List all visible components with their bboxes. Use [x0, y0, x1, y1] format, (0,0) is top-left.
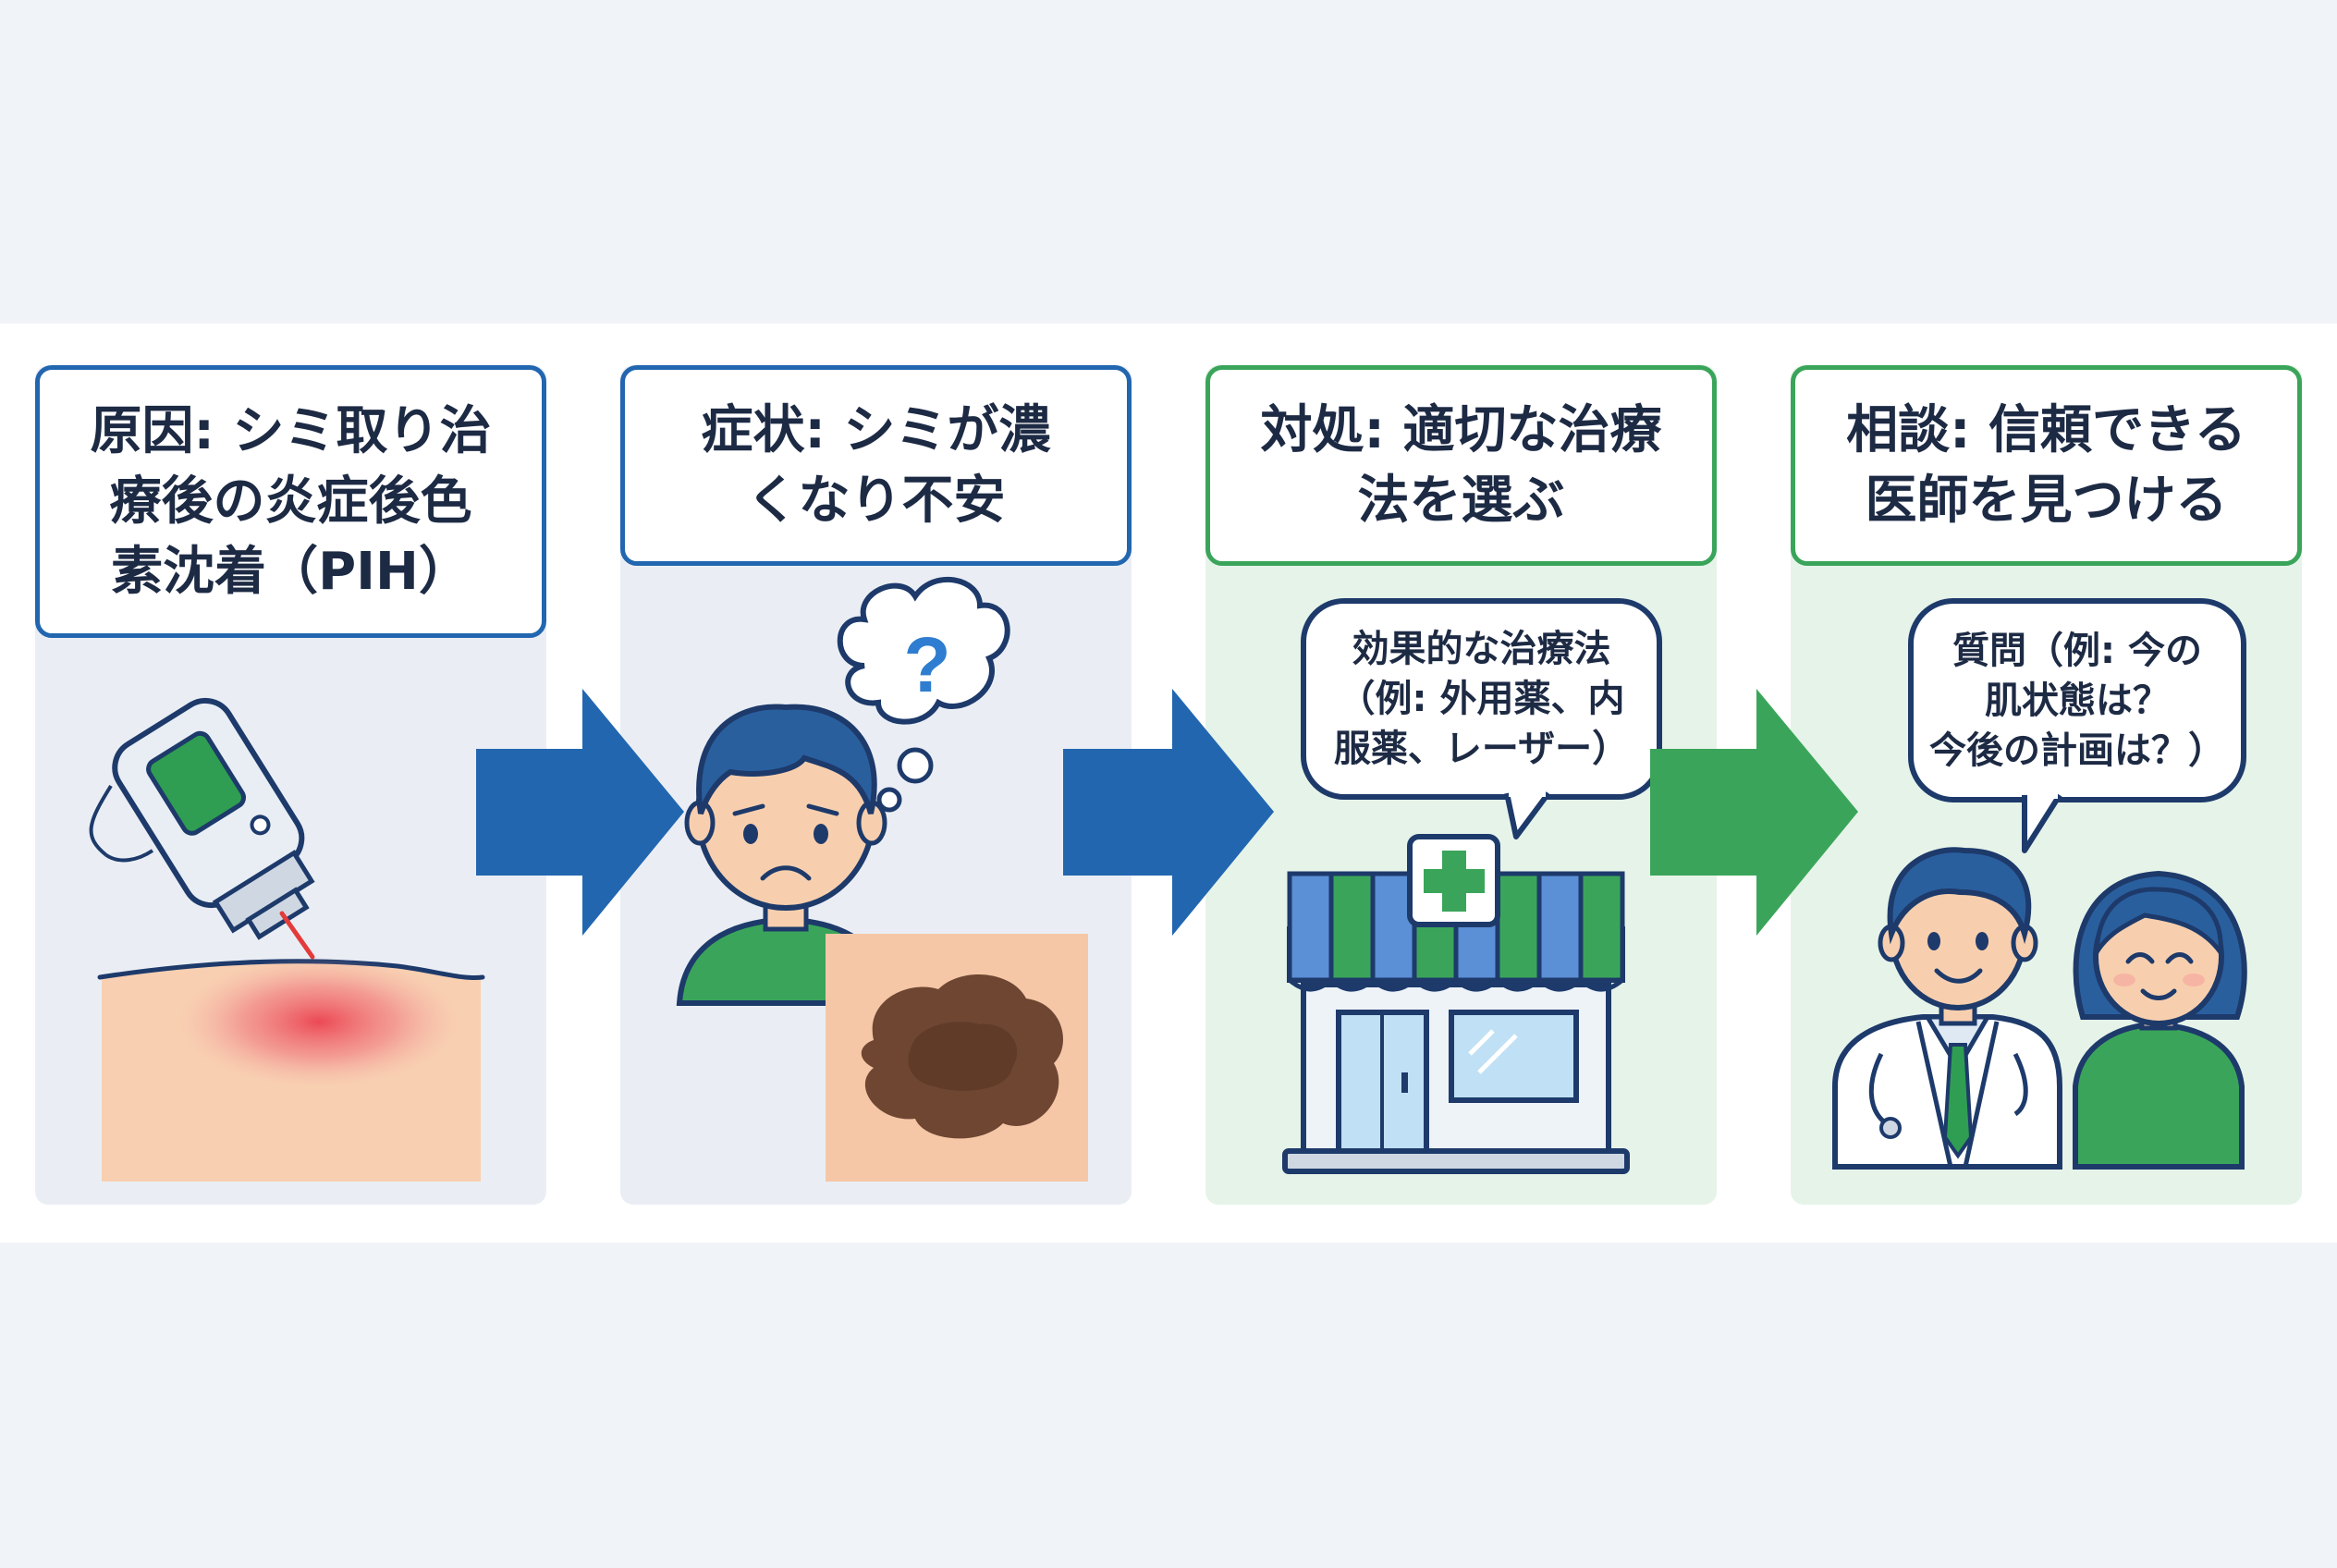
skin-spot-icon	[826, 934, 1088, 1182]
patient-icon	[2073, 870, 2247, 1170]
arrow-right-icon	[476, 689, 684, 936]
thought-bubble: ?	[837, 577, 1010, 813]
step-title-text: 症状: シミが濃 くなり不安	[701, 399, 1051, 531]
arrow-right-icon	[1650, 689, 1858, 936]
step-title-symptom: 症状: シミが濃 くなり不安	[620, 365, 1132, 566]
step-title-cause: 原因: シミ取り治 療後の炎症後色 素沈着（PIH）	[35, 365, 546, 638]
pharmacy-store-icon	[1282, 834, 1630, 1174]
speech-bubble-treatment	[1301, 598, 1662, 839]
arrow-right-icon	[1063, 689, 1274, 936]
step-title-action: 対処: 適切な治療 法を選ぶ	[1205, 365, 1717, 566]
consult-bubble-text: 質問（例: 今の 肌状態は？ 今後の計画は？）	[1929, 630, 2225, 772]
treatment-bubble-text: 効果的な治療法 （例: 外用薬、内 服薬、レーザー）	[1333, 628, 1630, 770]
step-title-text: 原因: シミ取り治 療後の炎症後色 素沈着（PIH）	[90, 400, 492, 602]
step-title-consult: 相談: 信頼できる 医師を見つける	[1791, 365, 2302, 566]
step-title-text: 相談: 信頼できる 医師を見つける	[1846, 399, 2246, 531]
question-mark-icon: ?	[903, 621, 950, 708]
worried-person-icon	[676, 704, 896, 1006]
skin-area	[97, 957, 485, 1182]
laser-device-icon	[89, 697, 315, 960]
step-title-text: 対処: 適切な治療 法を選ぶ	[1260, 399, 1662, 531]
doctor-icon	[1832, 847, 2062, 1170]
speech-bubble-consult	[1908, 598, 2246, 853]
